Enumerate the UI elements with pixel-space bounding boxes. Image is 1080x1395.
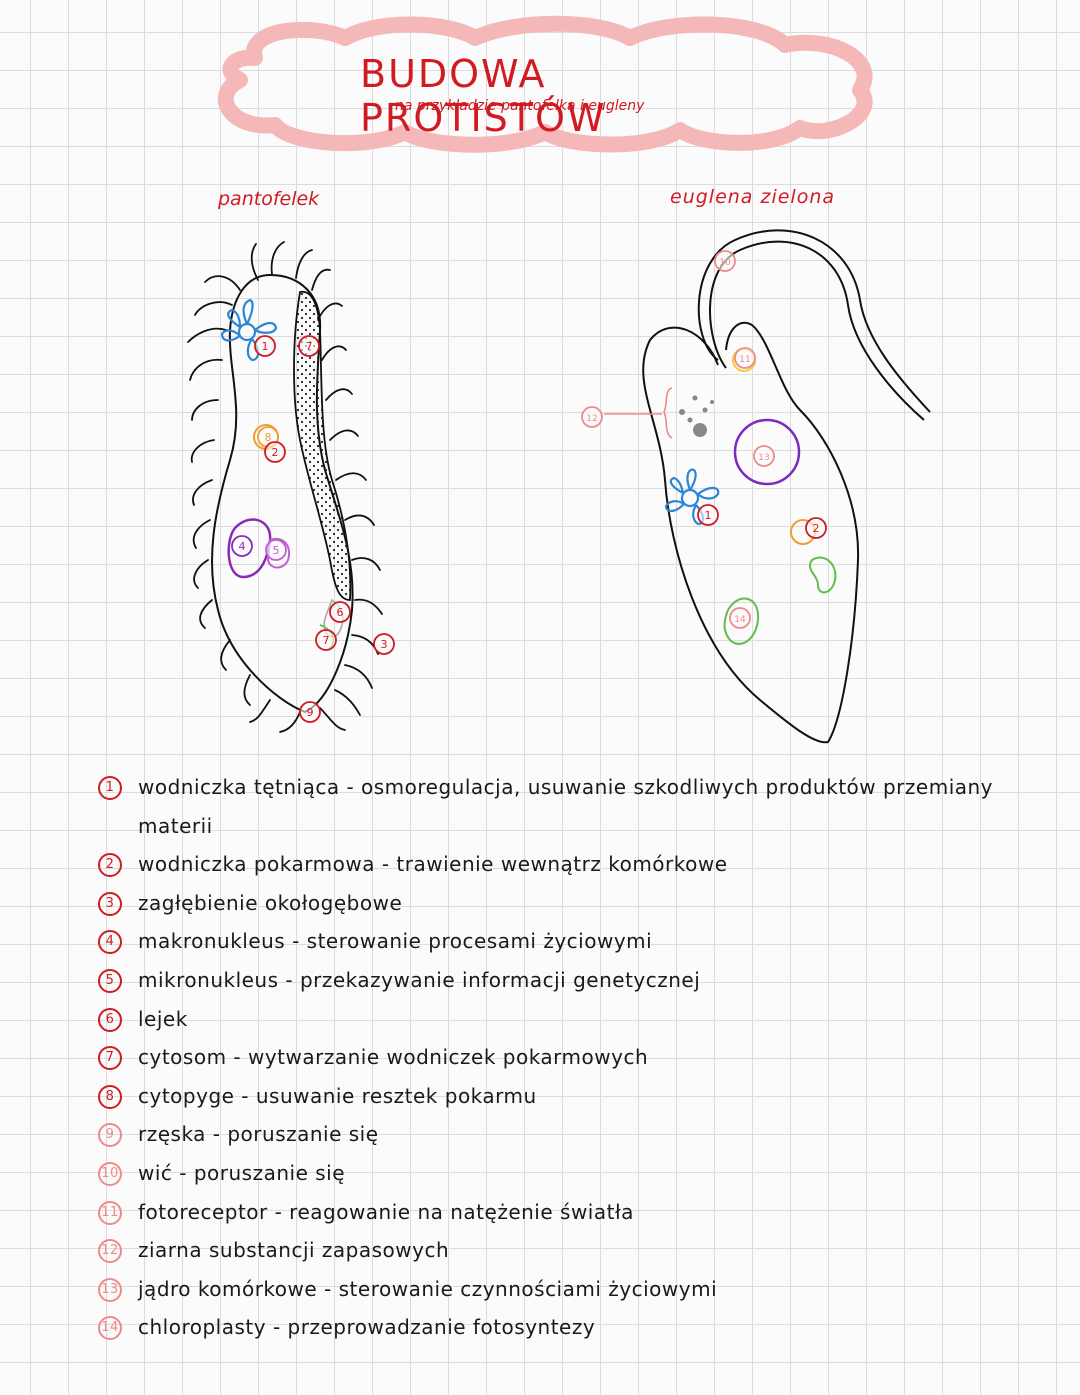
legend-text: wodniczka pokarmowa - trawienie wewnątrz… — [138, 852, 728, 876]
legend-item: 11 fotoreceptor - reagowanie na natężenie… — [96, 1193, 996, 1232]
marker-4: 4 — [232, 536, 252, 556]
legend-item: 2 wodniczka pokarmowa - trawienie wewnątr… — [96, 845, 996, 884]
marker-2: 2 — [265, 442, 285, 462]
legend-number: 10 — [98, 1162, 122, 1186]
legend-text: cytosom - wytwarzanie wodniczek pokarmow… — [138, 1045, 648, 1069]
legend-number: 1 — [98, 776, 122, 800]
legend-number: 12 — [98, 1239, 122, 1263]
euglena — [604, 230, 930, 742]
marker-label: 4 — [239, 540, 246, 553]
marker-label: 13 — [758, 453, 769, 463]
legend-item: 1 wodniczka tętniąca - osmoregulacja, usu… — [96, 768, 998, 845]
marker-label: 6 — [337, 606, 344, 619]
marker-label: 7 — [306, 340, 313, 353]
marker-9: 9 — [300, 702, 320, 722]
marker-5: 5 — [266, 540, 286, 560]
legend-item: 12 ziarna substancji zapasowych — [96, 1231, 996, 1270]
marker-label: 12 — [586, 414, 597, 424]
legend-text: mikronukleus - przekazywanie informacji … — [138, 968, 700, 992]
legend-item: 14 chloroplasty - przeprowadzanie fotosyn… — [96, 1308, 996, 1347]
marker-1: 1 — [698, 505, 718, 525]
marker-13: 13 — [754, 446, 774, 466]
marker-label: 2 — [813, 522, 820, 535]
legend-item: 10 wić - poruszanie się — [96, 1154, 996, 1193]
legend-text: wić - poruszanie się — [138, 1161, 345, 1185]
reserve-grains — [679, 396, 714, 438]
legend-item: 7 cytosom - wytwarzanie wodniczek pokarmo… — [96, 1038, 996, 1077]
legend-text: fotoreceptor - reagowanie na natężenie ś… — [138, 1200, 634, 1224]
marker-14: 14 — [730, 608, 750, 628]
marker-label: 1 — [705, 509, 712, 522]
marker-12: 12 — [582, 407, 602, 427]
marker-10: 10 — [715, 251, 735, 271]
paramecium — [188, 242, 382, 732]
marker-1: 1 — [255, 336, 275, 356]
legend-number: 14 — [98, 1316, 122, 1340]
marker-6: 6 — [330, 602, 350, 622]
legend-number: 8 — [98, 1085, 122, 1109]
legend-text: makronukleus - sterowanie procesami życi… — [138, 929, 652, 953]
legend-text: cytopyge - usuwanie resztek pokarmu — [138, 1084, 537, 1108]
legend-number: 3 — [98, 892, 122, 916]
legend-text: wodniczka tętniąca - osmoregulacja, usuw… — [138, 775, 993, 838]
marker-label: 14 — [734, 615, 746, 625]
legend-number: 5 — [98, 969, 122, 993]
legend-number: 9 — [98, 1123, 122, 1147]
marker-7: 7 — [299, 336, 319, 356]
legend-number: 4 — [98, 930, 122, 954]
marker-11: 11 — [735, 348, 755, 368]
legend-number: 7 — [98, 1046, 122, 1070]
legend-item: 9 rzęska - poruszanie się — [96, 1115, 996, 1154]
marker-label: 8 — [265, 431, 272, 444]
marker-label: 2 — [272, 446, 279, 459]
paramecium-cilia — [188, 242, 382, 732]
chloroplast — [810, 558, 836, 593]
marker-7: 7 — [316, 630, 336, 650]
marker-label: 11 — [739, 355, 750, 365]
legend-item: 3 zagłębienie okołogębowe — [96, 884, 996, 923]
legend-text: rzęska - poruszanie się — [138, 1122, 379, 1146]
legend-number: 13 — [98, 1278, 122, 1302]
marker-label: 10 — [719, 258, 731, 268]
legend-text: chloroplasty - przeprowadzanie fotosynte… — [138, 1315, 595, 1339]
legend-item: 8 cytopyge - usuwanie resztek pokarmu — [96, 1077, 996, 1116]
legend-text: zagłębienie okołogębowe — [138, 891, 402, 915]
legend-text: jądro komórkowe - sterowanie czynnościam… — [138, 1277, 717, 1301]
marker-label: 9 — [307, 706, 314, 719]
legend-text: ziarna substancji zapasowych — [138, 1238, 449, 1262]
marker-2: 2 — [806, 518, 826, 538]
marker-3: 3 — [374, 634, 394, 654]
legend-number: 11 — [98, 1201, 122, 1225]
legend-item: 13 jądro komórkowe - sterowanie czynności… — [96, 1270, 996, 1309]
marker-label: 5 — [273, 544, 280, 557]
legend-number: 2 — [98, 853, 122, 877]
legend-item: 6 lejek — [96, 1000, 996, 1039]
legend-list: 1 wodniczka tętniąca - osmoregulacja, usu… — [96, 768, 996, 1347]
legend-number: 6 — [98, 1008, 122, 1032]
marker-label: 3 — [381, 638, 388, 651]
legend-text: lejek — [138, 1007, 188, 1031]
marker-label: 1 — [262, 340, 269, 353]
legend-item: 4 makronukleus - sterowanie procesami życ… — [96, 922, 996, 961]
legend-item: 5 mikronukleus - przekazywanie informacji… — [96, 961, 996, 1000]
marker-label: 7 — [323, 634, 330, 647]
